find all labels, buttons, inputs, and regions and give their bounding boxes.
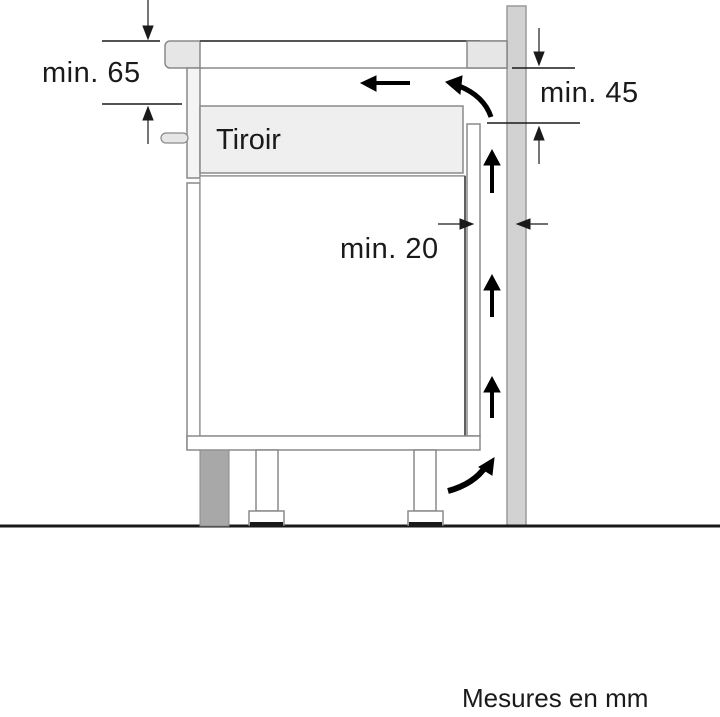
arrow-up-icon bbox=[483, 148, 501, 193]
dimension-label-rear: min. 20 bbox=[340, 233, 439, 265]
plinth bbox=[199, 449, 230, 527]
drawer-label: Tiroir bbox=[216, 124, 281, 156]
dimension-label-top: min. 65 bbox=[42, 57, 141, 89]
units-note: Mesures en mm bbox=[462, 683, 649, 713]
drawer bbox=[199, 105, 464, 174]
leg-right bbox=[407, 449, 444, 526]
dimension-top-clearance bbox=[102, 0, 182, 144]
arrow-left-icon bbox=[359, 75, 410, 92]
airflow-arrows bbox=[359, 75, 501, 494]
dimension-label-rear-top: min. 45 bbox=[540, 77, 639, 109]
arrow-curve-left-icon bbox=[445, 75, 494, 118]
dimension-rear-top-gap bbox=[487, 28, 580, 164]
arrow-curve-up-icon bbox=[447, 457, 495, 494]
wall bbox=[506, 5, 527, 527]
drawer-handle bbox=[160, 132, 189, 144]
cabinet bbox=[160, 67, 481, 527]
arrow-up-icon bbox=[483, 375, 501, 418]
leg-left bbox=[248, 449, 285, 526]
cooktop bbox=[164, 40, 508, 69]
dimension-rear-gap bbox=[438, 218, 548, 230]
arrow-up-icon bbox=[483, 273, 501, 317]
